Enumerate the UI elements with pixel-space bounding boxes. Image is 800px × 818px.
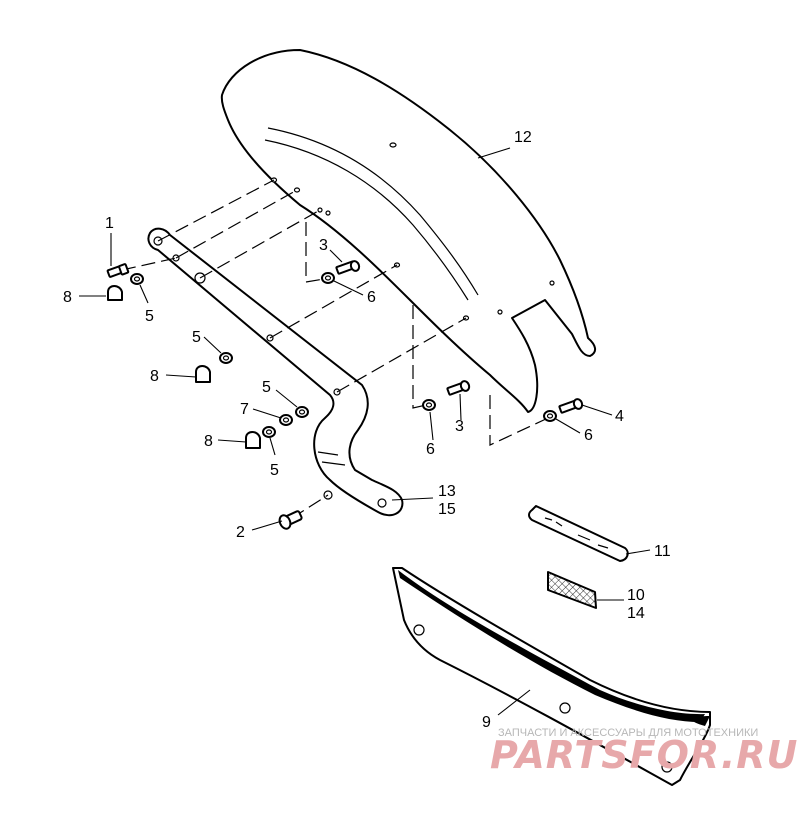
screw-3b-icon (446, 380, 471, 396)
callout-1: 1 (105, 215, 114, 232)
callout-15: 15 (438, 501, 456, 518)
washer-5a-icon (130, 273, 144, 285)
reflector-10 (547, 571, 597, 609)
callout-7: 7 (240, 401, 249, 418)
callout-8-upper: 8 (63, 289, 72, 306)
washer-5d-icon (262, 426, 276, 438)
callout-11: 11 (654, 543, 671, 560)
callout-2: 2 (236, 524, 245, 541)
emblem-11 (528, 505, 629, 562)
bolt-2-icon (278, 510, 303, 530)
screw-1-icon (106, 263, 130, 278)
washer-5c-icon (295, 406, 309, 418)
callout-12: 12 (514, 129, 532, 146)
lock-washer-7-icon (279, 414, 293, 426)
callout-6-lower: 6 (426, 441, 435, 458)
side-panel-9 (392, 567, 711, 786)
acorn-nut-8a-icon (107, 285, 123, 301)
hardware (106, 260, 584, 530)
washer-6b-icon (422, 399, 436, 411)
acorn-nut-8c-icon (245, 431, 261, 449)
screw-3a-icon (335, 260, 361, 275)
watermark-brand: PARTSFOR.RU (490, 733, 798, 777)
leader-lines (79, 147, 651, 716)
callout-8-middle: 8 (150, 368, 159, 385)
washer-5b-icon (219, 352, 233, 364)
watermark: ЗАПЧАСТИ И АКСЕССУАРЫ ДЛЯ МОТОТЕХНИКИ PA… (490, 727, 798, 777)
callout-3-upper: 3 (319, 237, 328, 254)
callout-labels: 1 2 3 3 4 5 5 5 5 6 6 6 7 8 8 8 9 10 11 … (63, 129, 671, 731)
rear-fender (220, 49, 596, 413)
callout-13: 13 (438, 483, 456, 500)
screw-4-icon (558, 398, 584, 414)
callout-5-upper: 5 (145, 308, 154, 325)
callout-5-lower: 5 (262, 379, 271, 396)
watermark-caption: ЗАПЧАСТИ И АКСЕССУАРЫ ДЛЯ МОТОТЕХНИКИ (498, 727, 758, 739)
washer-6c-icon (543, 410, 557, 422)
callout-5-bottom: 5 (270, 462, 279, 479)
callout-6-right: 6 (584, 427, 593, 444)
alignment-lines (121, 179, 549, 519)
callout-8-lower: 8 (204, 433, 213, 450)
callout-4: 4 (615, 408, 624, 425)
callout-3-lower: 3 (455, 418, 464, 435)
callout-9: 9 (482, 714, 491, 731)
callout-10: 10 (627, 587, 645, 604)
callout-5-middle: 5 (192, 329, 201, 346)
callout-6-upper: 6 (367, 289, 376, 306)
acorn-nut-8b-icon (195, 365, 211, 383)
fender-support-bracket (147, 227, 404, 517)
washer-6a-icon (321, 272, 335, 284)
callout-14: 14 (627, 605, 645, 622)
